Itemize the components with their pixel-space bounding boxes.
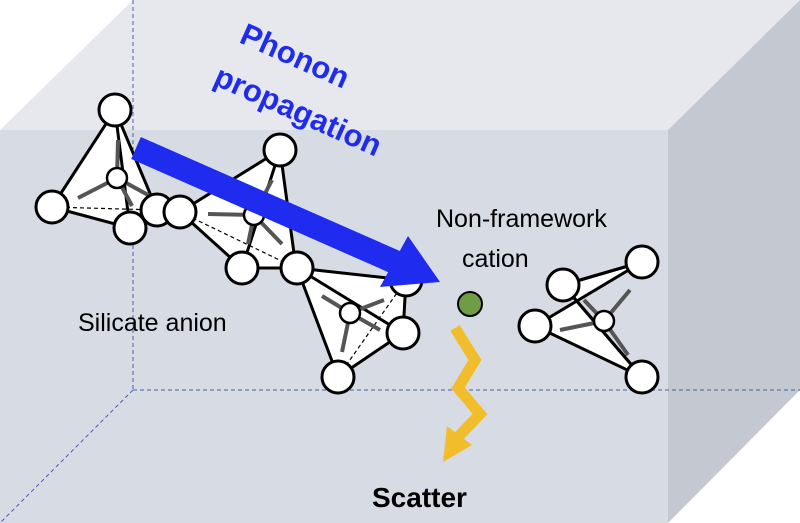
scatter-arrow [443,325,488,462]
box-side-face [668,0,800,523]
cation-label-line1: Non-framework [436,205,607,233]
cation-label-line2: cation [462,245,529,273]
silicate-tetrahedron-4 [517,244,660,395]
silicate-anion-label: Silicate anion [78,309,227,337]
non-framework-cation-dot [457,291,483,317]
silicate-tetrahedron-2 [139,132,298,286]
phonon-propagation-arrow [131,137,440,287]
silicate-tetrahedron-3 [279,250,424,395]
scatter-label: Scatter [372,482,467,513]
silicate-tetrahedron-1 [34,92,159,246]
box-top-face [0,0,800,130]
